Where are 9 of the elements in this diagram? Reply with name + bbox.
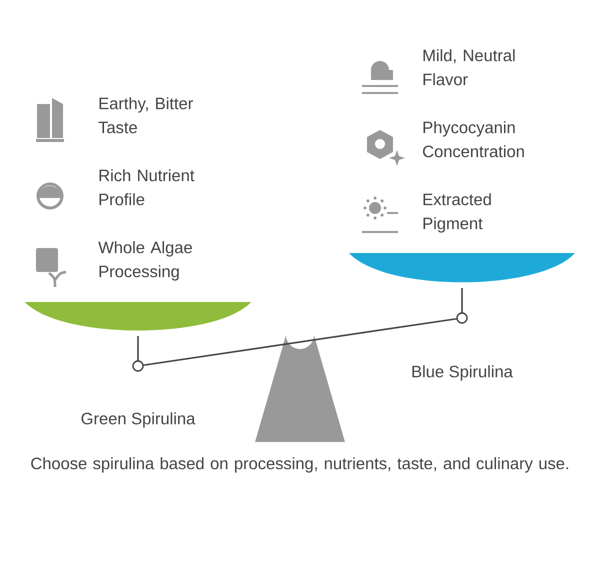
caption: Choose spirulina based on processing, nutrients, taste, and culinary use. (31, 457, 568, 473)
category-label: Blue Spirulina (412, 365, 513, 381)
item-label: Rich Nutrient Profile (100, 169, 194, 206)
item-label: Earthy, Bitter Taste (98, 97, 193, 134)
category-label: Green Spirulina (82, 412, 196, 428)
item-label: Whole Algae Processing (98, 241, 192, 281)
item-label: Phycocyanin Concentration (423, 121, 524, 158)
item-label: Mild, Neutral Flavor (424, 49, 515, 86)
item-label: Extracted Pigment (424, 193, 491, 233)
